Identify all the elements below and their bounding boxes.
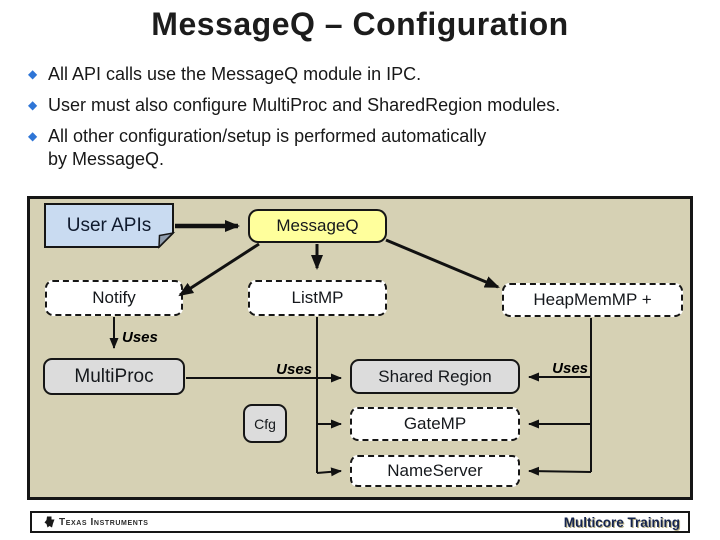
node-heapmemmp: HeapMemMP + [502, 283, 683, 317]
footer: Texas Instruments Multicore Training [30, 511, 690, 533]
ti-logo-icon [44, 516, 55, 527]
node-label: HeapMemMP + [533, 290, 652, 309]
footer-course-title: Multicore Training [563, 514, 680, 530]
node-shared-region: Shared Region [350, 359, 520, 394]
bullet-item-continuation: by MessageQ. [48, 148, 718, 170]
bullet-diamond-icon: ◆ [28, 129, 38, 143]
bullet-item: ◆ All other configuration/setup is perfo… [28, 125, 698, 147]
brand-name: Texas Instruments [59, 516, 149, 528]
bullet-item: ◆ User must also configure MultiProc and… [28, 94, 698, 116]
brand-logo: Texas Instruments [44, 516, 149, 529]
node-listmp: ListMP [248, 280, 387, 316]
bullet-item: ◆ All API calls use the MessageQ module … [28, 63, 698, 85]
node-nameserver: NameServer [350, 455, 520, 487]
node-label: NameServer [387, 461, 483, 480]
bullet-diamond-icon: ◆ [28, 98, 38, 112]
edge-label-uses: Uses [552, 360, 588, 377]
node-messageq: MessageQ [248, 209, 387, 243]
bullet-text: All API calls use the MessageQ module in… [48, 64, 422, 84]
node-notify: Notify [45, 280, 183, 316]
bullet-text: by MessageQ. [48, 149, 165, 169]
node-label: Cfg [254, 415, 276, 432]
bullet-text: User must also configure MultiProc and S… [48, 95, 561, 115]
node-label: Shared Region [378, 366, 492, 386]
edge-label-uses: Uses [122, 329, 158, 346]
node-user-apis: User APIs [45, 204, 173, 247]
node-label: MessageQ [276, 216, 359, 235]
node-multiproc: MultiProc [43, 358, 185, 395]
node-gatemp: GateMP [350, 407, 520, 441]
edge-label-uses: Uses [276, 361, 312, 378]
page-title: MessageQ – Configuration [151, 6, 569, 42]
node-label: MultiProc [74, 365, 154, 387]
bullet-text: All other configuration/setup is perform… [48, 126, 487, 146]
node-cfg: Cfg [243, 404, 287, 443]
node-label: Notify [92, 288, 136, 307]
node-label: User APIs [66, 214, 152, 236]
node-label: ListMP [291, 288, 344, 307]
node-label: GateMP [403, 414, 467, 433]
bullet-diamond-icon: ◆ [28, 67, 38, 81]
